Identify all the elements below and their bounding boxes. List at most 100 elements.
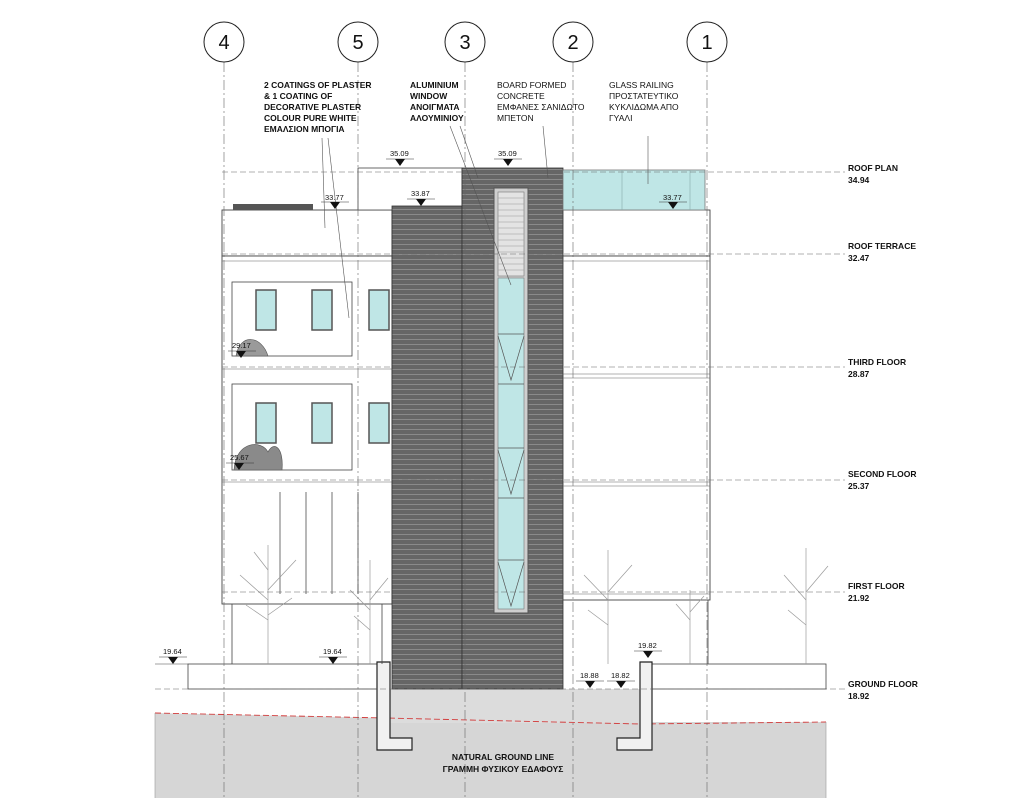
svg-text:SECOND FLOOR: SECOND FLOOR — [848, 469, 916, 479]
svg-text:19.82: 19.82 — [638, 641, 657, 650]
svg-text:ROOF TERRACE: ROOF TERRACE — [848, 241, 916, 251]
concrete-core-left — [391, 205, 463, 690]
left-volume-roof — [221, 209, 393, 257]
svg-text:19.64: 19.64 — [323, 647, 342, 656]
left-volume-body — [221, 255, 393, 605]
svg-text:2 COATINGS OF PLASTER: 2 COATINGS OF PLASTER — [264, 80, 372, 90]
grid-marker-label: 3 — [459, 32, 470, 54]
level-label-ground-floor: GROUND FLOOR 18.92 — [848, 679, 918, 701]
annotation-plaster: 2 COATINGS OF PLASTER & 1 COATING OF DEC… — [264, 80, 372, 134]
svg-text:18.88: 18.88 — [580, 671, 599, 680]
grid-marker-label: 2 — [567, 32, 578, 54]
spot-elevation: 18.82 — [607, 671, 635, 688]
grid-marker-circle — [686, 21, 728, 63]
grid-marker-label: 4 — [218, 32, 229, 54]
spot-elevation: 33.77 — [659, 193, 687, 209]
spot-elevation: 25.67 — [226, 453, 254, 470]
level-label-second-floor: SECOND FLOOR 25.37 — [848, 469, 916, 491]
tree — [675, 590, 705, 664]
svg-text:ΜΠΕΤΟΝ: ΜΠΕΤΟΝ — [497, 113, 534, 123]
tree — [783, 548, 829, 664]
right-volume-body — [562, 255, 711, 601]
svg-text:ΠΡΟΣΤΑΤΕΥΤΙΚΟ: ΠΡΟΣΤΑΤΕΥΤΙΚΟ — [609, 91, 679, 101]
tree — [349, 560, 389, 664]
spot-elevation: 35.09 — [494, 149, 522, 166]
svg-text:18.92: 18.92 — [848, 691, 870, 701]
svg-text:ALUMINIUM: ALUMINIUM — [410, 80, 459, 90]
svg-text:18.82: 18.82 — [611, 671, 630, 680]
svg-text:35.09: 35.09 — [498, 149, 517, 158]
leader-line — [327, 137, 350, 319]
site-wall-right — [639, 663, 827, 690]
svg-text:33.77: 33.77 — [325, 193, 344, 202]
spot-elevation: 33.77 — [321, 193, 349, 209]
planter — [233, 444, 283, 471]
glass-railing — [562, 169, 706, 211]
svg-text:CONCRETE: CONCRETE — [497, 91, 545, 101]
annotation-concrete: BOARD FORMED CONCRETE ΕΜΦΑΝΕΣ ΣΑΝΙΔΩΤΟ Μ… — [497, 80, 585, 123]
foundation-right — [616, 661, 653, 751]
annotation-ground-line: NATURAL GROUND LINE ΓΡΑΜΜΗ ΦΥΣΙΚΟΥ ΕΔΑΦΟ… — [443, 752, 564, 774]
svg-text:25.37: 25.37 — [848, 481, 870, 491]
svg-text:ROOF PLAN: ROOF PLAN — [848, 163, 898, 173]
site-wall-left — [187, 663, 389, 690]
svg-text:33.87: 33.87 — [411, 189, 430, 198]
svg-text:28.87: 28.87 — [848, 369, 870, 379]
level-label-third-floor: THIRD FLOOR 28.87 — [848, 357, 906, 379]
svg-text:COLOUR PURE WHITE: COLOUR PURE WHITE — [264, 113, 357, 123]
grid-marker-label: 5 — [352, 32, 363, 54]
grid-marker-circle — [337, 21, 379, 63]
window — [368, 402, 390, 444]
rooftop-parapet — [233, 204, 313, 210]
svg-text:BOARD FORMED: BOARD FORMED — [497, 80, 566, 90]
svg-text:33.77: 33.77 — [663, 193, 682, 202]
leader-line — [321, 137, 326, 229]
svg-text:25.67: 25.67 — [230, 453, 249, 462]
svg-text:THIRD FLOOR: THIRD FLOOR — [848, 357, 906, 367]
window — [368, 289, 390, 331]
window — [311, 289, 333, 331]
svg-text:ΑΛΟΥΜΙΝΙΟΥ: ΑΛΟΥΜΙΝΙΟΥ — [410, 113, 464, 123]
svg-text:ΓΡΑΜΜΗ ΦΥΣΙΚΟΥ ΕΔΑΦΟΥΣ: ΓΡΑΜΜΗ ΦΥΣΙΚΟΥ ΕΔΑΦΟΥΣ — [443, 764, 564, 774]
natural-ground-line — [154, 712, 827, 725]
svg-text:34.94: 34.94 — [848, 175, 870, 185]
spot-elevation: 18.88 — [576, 671, 604, 688]
foundation-left — [376, 661, 413, 751]
svg-text:GROUND FLOOR: GROUND FLOOR — [848, 679, 918, 689]
svg-text:FIRST FLOOR: FIRST FLOOR — [848, 581, 905, 591]
svg-text:19.64: 19.64 — [163, 647, 182, 656]
svg-text:35.09: 35.09 — [390, 149, 409, 158]
level-label-first-floor: FIRST FLOOR 21.92 — [848, 581, 905, 603]
spot-elevation: 33.87 — [407, 189, 435, 206]
roof-box — [357, 167, 463, 211]
tree — [583, 550, 633, 664]
leader-line — [459, 125, 479, 179]
svg-text:WINDOW: WINDOW — [410, 91, 448, 101]
spot-elevation: 35.09 — [386, 149, 414, 166]
svg-text:ΕΜΑΛΣΙΟΝ ΜΠΟΓΙΑ: ΕΜΑΛΣΙΟΝ ΜΠΟΓΙΑ — [264, 124, 345, 134]
spot-elevation: 19.64 — [319, 647, 347, 664]
grid-marker-circle — [203, 21, 245, 63]
leader-line — [542, 125, 549, 179]
grid-marker-circle — [552, 21, 594, 63]
ground-fill — [155, 713, 826, 798]
window — [255, 289, 277, 331]
annotation-railing: GLASS RAILING ΠΡΟΣΤΑΤΕΥΤΙΚΟ ΚΥΚΛΙΔΩΜΑ ΑΠ… — [609, 80, 679, 123]
level-label-roof-plan: ROOF PLAN 34.94 — [848, 163, 898, 185]
level-label-roof-terrace: ROOF TERRACE 32.47 — [848, 241, 916, 263]
right-volume-roof — [562, 209, 711, 257]
annotation-window: ALUMINIUM WINDOW ΑΝΟΙΓΜΑΤΑ ΑΛΟΥΜΙΝΙΟΥ — [410, 80, 464, 123]
tree — [239, 545, 297, 664]
grid-marker-label: 1 — [701, 32, 712, 54]
leader-line — [449, 125, 512, 286]
svg-text:ΕΜΦΑΝΕΣ ΣΑΝΙΔΩΤΟ: ΕΜΦΑΝΕΣ ΣΑΝΙΔΩΤΟ — [497, 102, 585, 112]
svg-text:& 1 COATING OF: & 1 COATING OF — [264, 91, 332, 101]
svg-text:ΚΥΚΛΙΔΩΜΑ ΑΠΟ: ΚΥΚΛΙΔΩΜΑ ΑΠΟ — [609, 102, 679, 112]
window — [311, 402, 333, 444]
svg-text:GLASS RAILING: GLASS RAILING — [609, 80, 674, 90]
spot-elevation: 29.17 — [228, 341, 256, 358]
svg-text:NATURAL GROUND LINE: NATURAL GROUND LINE — [452, 752, 554, 762]
basement-zone — [388, 689, 640, 723]
